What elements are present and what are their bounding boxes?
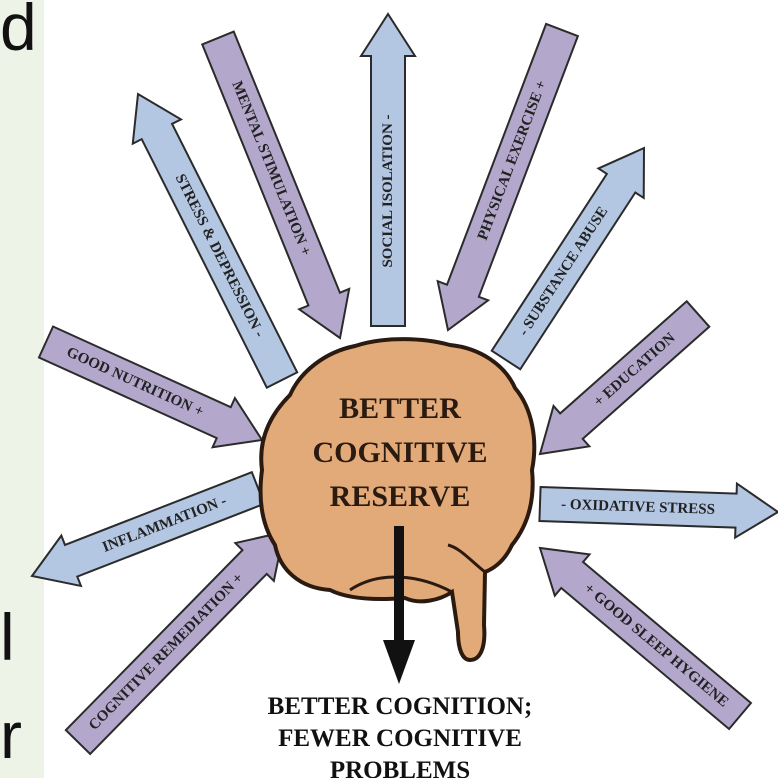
factor-label: - SUBSTANCE ABUSE (516, 204, 612, 339)
center-line-1: BETTER (339, 392, 461, 425)
factor-label: SOCIAL ISOLATION - (380, 114, 396, 267)
brain-illustration (258, 337, 537, 663)
factor-arrow-shape (200, 30, 351, 340)
factor-label: GOOD NUTRITION + (64, 344, 206, 420)
left-strip-panel: d l r (0, 0, 44, 778)
factor-arrow-4: STRESS & DEPRESSION - (131, 92, 299, 389)
factor-arrow-shape (538, 481, 778, 540)
factor-label: PHYSICAL EXERCISE + (475, 78, 550, 242)
outcome-label: BETTER COGNITION; FEWER COGNITIVE PROBLE… (268, 693, 533, 778)
factor-arrow-shape (37, 325, 264, 449)
brain-shape (258, 337, 537, 663)
factor-arrow-shape (436, 22, 580, 332)
center-line-2: COGNITIVE (312, 436, 487, 469)
factor-label: - OXIDATIVE STRESS (561, 497, 715, 518)
outcome-line-1: BETTER COGNITION; (268, 693, 533, 720)
strip-letter-1: d (0, 0, 37, 60)
strip-letter-2: l (0, 604, 15, 670)
outcome-line-2: FEWER COGNITIVE (278, 725, 522, 752)
factor-arrow-1: MENTAL STIMULATION + (200, 30, 351, 340)
factor-label: COGNITIVE REMEDIATION + (86, 570, 247, 733)
center-line-3: RESERVE (330, 480, 471, 513)
brain-fold-2 (447, 543, 486, 574)
down-arrow (383, 526, 415, 684)
factor-arrow-9: - OXIDATIVE STRESS (538, 481, 778, 540)
factor-arrow-6: GOOD NUTRITION + (37, 325, 264, 449)
factor-arrow-11: + GOOD SLEEP HYGIENE (538, 546, 753, 731)
factor-label: + EDUCATION (591, 330, 679, 410)
strip-letter-3: r (0, 702, 22, 768)
factor-arrow-shape (131, 92, 299, 389)
factor-arrow-shape (359, 12, 417, 327)
factor-arrow-shape (30, 470, 266, 588)
factor-label: STRESS & DEPRESSION - (172, 172, 267, 340)
factor-arrow-2: SOCIAL ISOLATION - (359, 12, 417, 327)
factor-arrow-shape (538, 299, 711, 456)
factor-label: + GOOD SLEEP HYGIENE (581, 580, 732, 710)
factor-arrow-shape (490, 146, 646, 371)
center-label: BETTER COGNITIVE RESERVE (312, 392, 487, 513)
outcome-line-3: PROBLEMS (330, 757, 470, 778)
factor-arrow-shape (538, 546, 753, 731)
factor-label: MENTAL STIMULATION + (228, 79, 313, 258)
